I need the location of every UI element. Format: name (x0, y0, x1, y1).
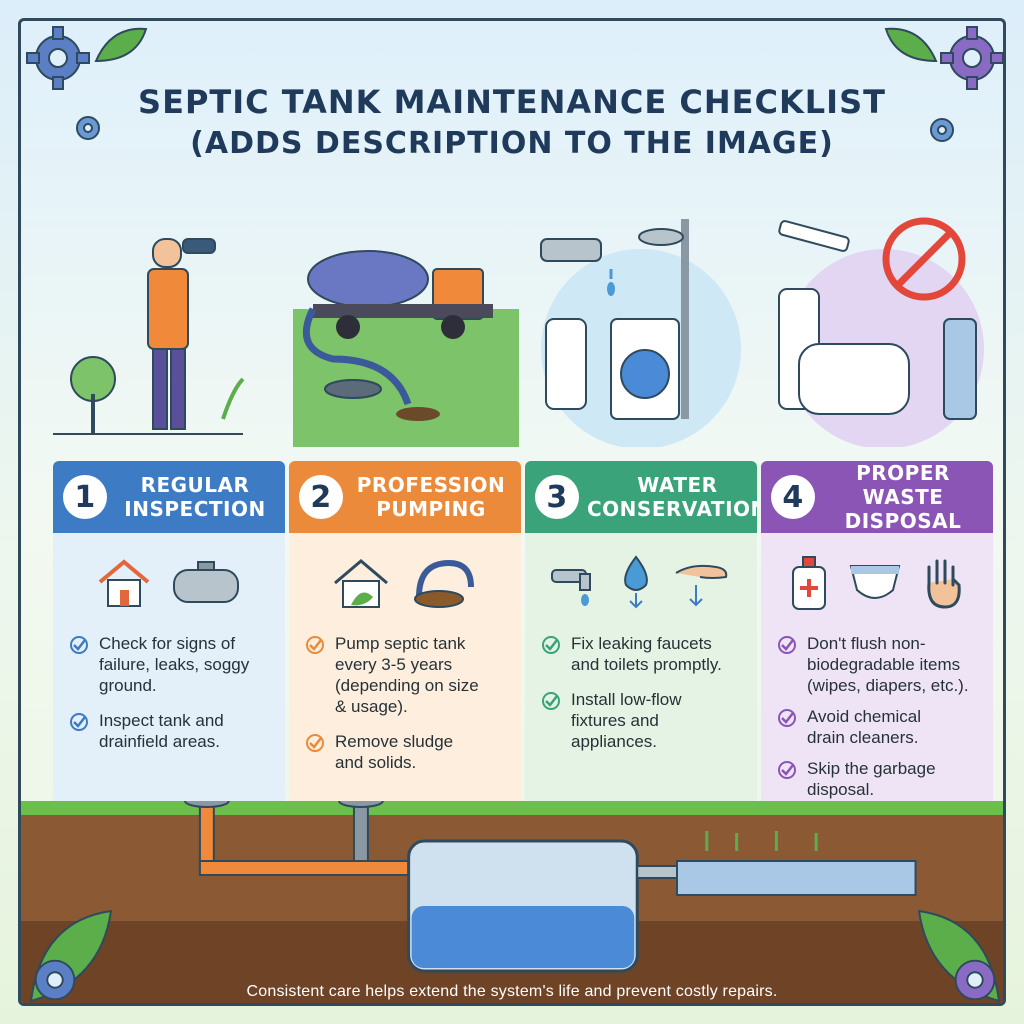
pumping-illustration (293, 250, 519, 447)
title-line-1: SEPTIC TANK MAINTENANCE CHECKLIST (138, 83, 886, 121)
infographic-frame: SEPTIC TANK MAINTENANCE CHECKLIST (ADDS … (18, 18, 1006, 1006)
check-icon (306, 734, 324, 752)
step-number: 2 (299, 475, 343, 519)
leaf-icon (94, 27, 148, 63)
step-number: 4 (771, 475, 815, 519)
check-icon (778, 761, 796, 779)
tank-icon (173, 561, 239, 603)
title-line-2: (ADDS DESCRIPTION TO THE IMAGE) (190, 126, 834, 161)
checklist: Don't flush non-biodegradable items(wipe… (761, 633, 993, 800)
diaper-icon (849, 565, 901, 599)
check-icon (70, 636, 88, 654)
gear-icon (34, 959, 76, 1001)
gear-icon (954, 959, 996, 1001)
gear-icon (930, 118, 954, 142)
card-header: 3 WATER CONSERVATION (525, 461, 757, 533)
gear-icon (76, 116, 100, 140)
check-icon (542, 636, 560, 654)
water-illustration (540, 219, 741, 447)
step-number: 3 (535, 475, 579, 519)
stop-hand-icon (927, 559, 961, 609)
gear-icon (940, 26, 1003, 90)
footer-caption: Consistent care helps extend the system'… (246, 983, 778, 1000)
card-header: 2 PROFESSION PUMPING (289, 461, 521, 533)
waste-illustration (778, 217, 984, 447)
hose-icon (414, 559, 474, 608)
card-header: 1 REGULAR INSPECTION (53, 461, 285, 533)
card-water-conservation: 3 WATER CONSERVATION (525, 461, 757, 811)
card-title: WATER CONSERVATION (587, 473, 757, 521)
check-icon (306, 636, 324, 654)
faucet-icon (551, 569, 591, 606)
leaf-icon (884, 27, 938, 63)
card-proper-waste-disposal: 4 PROPER WASTE DISPOSAL (761, 461, 993, 811)
chemical-bottle-icon (792, 556, 826, 610)
card-title: PROPER WASTE DISPOSAL (844, 461, 962, 533)
check-icon (70, 713, 88, 731)
gear-icon (26, 26, 90, 90)
hand-drop-icon (675, 564, 728, 607)
septic-system-cross-section (21, 801, 1003, 1003)
house-icon (98, 559, 150, 607)
card-title: PROFESSION PUMPING (356, 473, 506, 521)
step-number: 1 (63, 475, 107, 519)
check-icon (778, 709, 796, 727)
inspection-illustration (53, 238, 245, 435)
check-icon (778, 636, 796, 654)
card-icons (289, 533, 521, 633)
card-icons (53, 533, 285, 633)
list-item: Don't flush non-biodegradable items(wipe… (775, 633, 983, 696)
card-title: REGULAR INSPECTION (124, 473, 266, 521)
check-icon (542, 692, 560, 710)
water-drop-icon (624, 555, 648, 609)
card-header: 4 PROPER WASTE DISPOSAL (761, 461, 993, 533)
card-icons (761, 533, 993, 633)
card-icons (525, 533, 757, 633)
house-leaf-icon (334, 559, 388, 608)
page-title: SEPTIC TANK MAINTENANCE CHECKLIST (ADDS … (21, 81, 1003, 165)
